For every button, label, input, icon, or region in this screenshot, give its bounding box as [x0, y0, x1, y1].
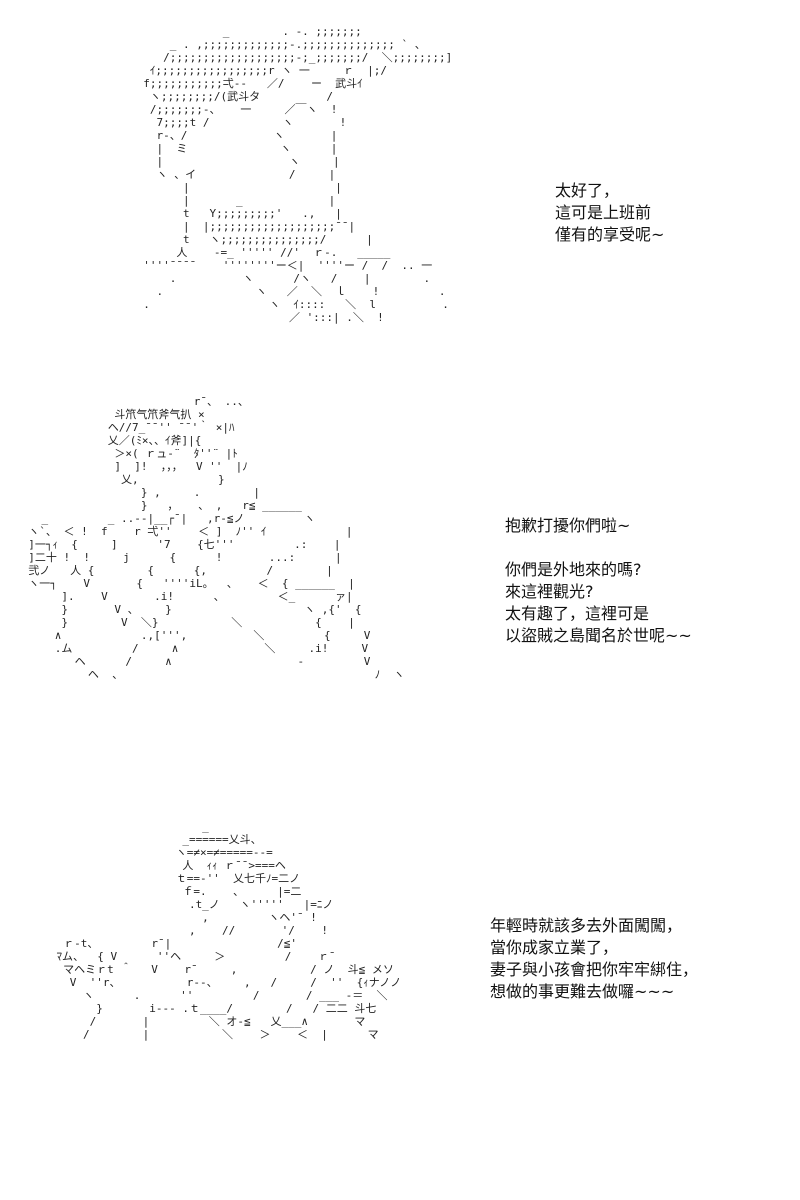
ascii-art-figure-smoker: _ . -. ;;;;;;; _ . ,;;;;;;;;;;;;;-.;;;;;… [143, 25, 453, 324]
caption-line: 你們是外地來的嗎? [505, 560, 642, 579]
caption-line: 這可是上班前 [555, 203, 652, 222]
caption-line: 太有趣了，這裡可是 [505, 604, 650, 623]
manga-panel-2: r¯、 ..、 斗笊气笊斧气扒 × ヘ//7_¯¯'' ¯¯'｀ ×|ﾊ 乂／(… [0, 390, 800, 800]
manga-panel-1: _ . -. ;;;;;;; _ . ,;;;;;;;;;;;;;-.;;;;;… [0, 0, 800, 390]
caption-line: 太好了， [555, 181, 620, 200]
ascii-art-figure-shrugging: _ _======乂斗、 ヽ=≠×=≠=====--= 人 ｨｨ ｒ¯¯>===… [56, 820, 402, 1041]
dialogue-caption-1: 太好了， 這可是上班前 僅有的享受呢~ [555, 180, 664, 246]
caption-line [505, 537, 692, 559]
manga-panel-3: _ _======乂斗、 ヽ=≠×=≠=====--= 人 ｨｨ ｒ¯¯>===… [0, 800, 800, 1130]
dialogue-caption-2: 抱歉打擾你們啦~ 你們是外地來的嗎? 來這裡觀光? 太有趣了，這裡可是 以盜賊之… [505, 515, 692, 647]
caption-line: 抱歉打擾你們啦~ [505, 516, 631, 535]
caption-line: 妻子與小孩會把你牢牢綁住， [490, 960, 699, 979]
caption-line: 僅有的享受呢~ [555, 225, 665, 244]
caption-line: 年輕時就該多去外面闖闖， [490, 916, 683, 935]
caption-line: 想做的事更難去做囉~~~ [490, 982, 675, 1001]
ascii-art-figure-greeting: r¯、 ..、 斗笊气笊斧气扒 × ヘ//7_¯¯'' ¯¯'｀ ×|ﾊ 乂／(… [28, 395, 405, 681]
caption-line: 當你成家立業了， [490, 938, 619, 957]
caption-line: 來這裡觀光? [505, 582, 594, 601]
dialogue-caption-3: 年輕時就該多去外面闖闖， 當你成家立業了， 妻子與小孩會把你牢牢綁住， 想做的事… [490, 915, 698, 1003]
caption-line: 以盜賊之島聞名於世呢~~ [505, 626, 692, 645]
